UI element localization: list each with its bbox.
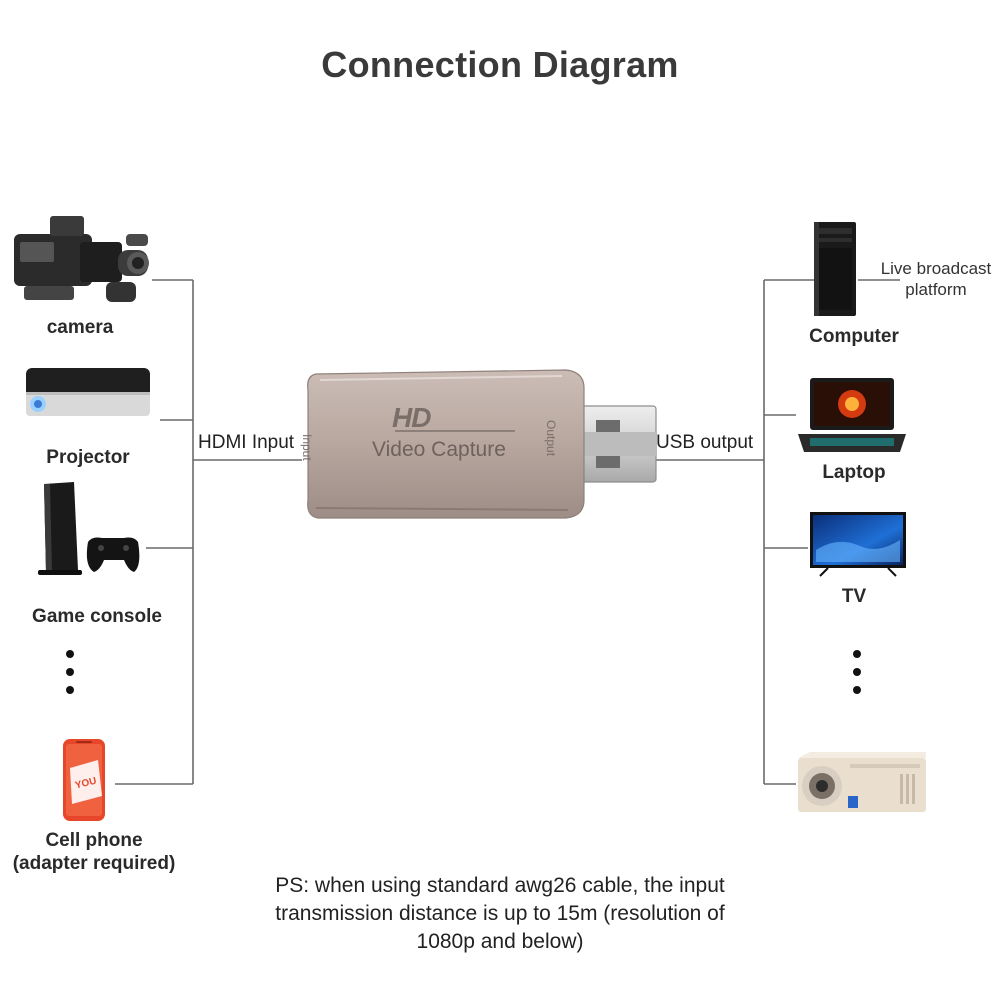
more-outputs-dot (853, 686, 861, 694)
camcorder-icon (14, 216, 149, 302)
computer-label: Computer (809, 326, 899, 347)
live-broadcast-label: Live broadcast (880, 259, 992, 278)
note-line-2: transmission distance is up to 15m (reso… (275, 902, 725, 925)
input-side-text: Input (300, 434, 314, 461)
cell-phone-label: Cell phone (45, 830, 143, 851)
tv-label: TV (841, 586, 867, 607)
hdmi-input-label: HDMI Input (198, 432, 295, 453)
more-inputs-dot (66, 650, 74, 658)
hd-logo: HD (392, 402, 431, 433)
more-outputs-dot (853, 668, 861, 676)
video-capture-card (307, 369, 657, 519)
game-console-label: Game console (32, 606, 162, 627)
output-projector-icon (798, 752, 926, 812)
video-capture-text: Video Capture (372, 438, 506, 461)
logo-underline (395, 430, 515, 432)
output-side-text: Output (544, 420, 558, 457)
note-line-1: PS: when using standard awg26 cable, the… (275, 874, 725, 897)
camera-label: camera (46, 317, 114, 338)
laptop-icon (798, 378, 906, 452)
more-inputs-dot (66, 686, 74, 694)
diagram-title: Connection Diagram (321, 44, 679, 85)
cell-phone-sublabel: (adapter required) (12, 853, 176, 874)
projector-label: Projector (46, 447, 130, 468)
projector-icon (26, 368, 150, 416)
cell-phone-icon: YOU (63, 739, 105, 821)
usb-output-label: USB output (656, 432, 754, 453)
note-line-3: 1080p and below) (416, 930, 584, 953)
laptop-label: Laptop (822, 462, 886, 483)
more-outputs-dot (853, 650, 861, 658)
tv-icon (810, 512, 906, 577)
more-inputs-dot (66, 668, 74, 676)
phone-screen-text: YOU (74, 776, 98, 792)
game-console-icon (38, 482, 140, 575)
cable-distance-note: PS: when using standard awg26 cable, the… (200, 872, 800, 956)
computer-tower-icon (814, 222, 856, 316)
live-broadcast-sublabel: platform (905, 280, 967, 299)
